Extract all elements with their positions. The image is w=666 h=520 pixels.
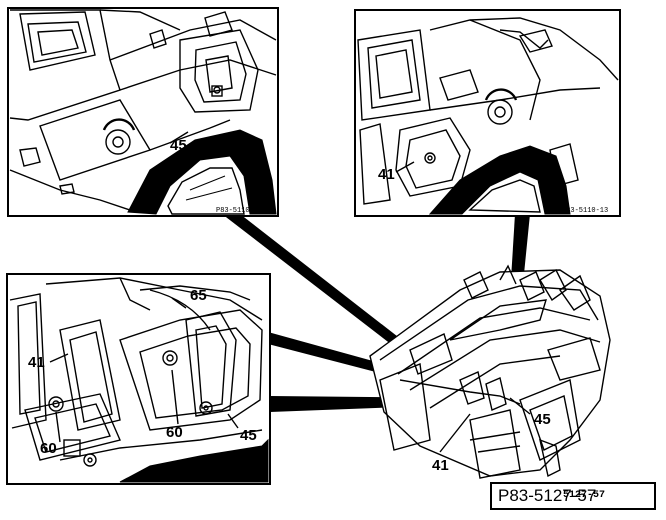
callout-60-bottom-left-a: 60 [166, 424, 183, 441]
callout-41-main: 41 [432, 457, 449, 474]
inset-code-bottom-left: P83-5114-13 [216, 475, 262, 483]
main-assembly [369, 264, 611, 479]
callout-45-bottom-left: 45 [240, 427, 257, 444]
callout-45-top-left: 45 [170, 137, 187, 154]
callout-41-bottom-left: 41 [28, 354, 45, 371]
callout-65-bottom-left: 65 [190, 287, 207, 304]
callout-60-bottom-left-b: 60 [40, 440, 57, 457]
leader-41-main [439, 413, 471, 453]
callout-45-main: 45 [534, 411, 551, 428]
inset-top-left: 45 P83-5110-13 [7, 7, 279, 217]
inset-code-top-left: P83-5110-13 [216, 207, 262, 215]
figure-reference-box: P83-5127-57 [490, 482, 656, 510]
leader-45-main [509, 397, 531, 415]
inset-code-top-right: P83-5110-13 [562, 207, 608, 215]
callout-41-top-right: 41 [378, 166, 395, 183]
inset-bottom-left: 41 65 60 60 45 P83-5114-13 [6, 273, 271, 485]
inset-top-right: 41 P83-5110-13 [354, 9, 621, 217]
figure-reference-small: 5127-57 [563, 490, 606, 501]
figure-reference: P83-5127-57 [498, 486, 597, 505]
